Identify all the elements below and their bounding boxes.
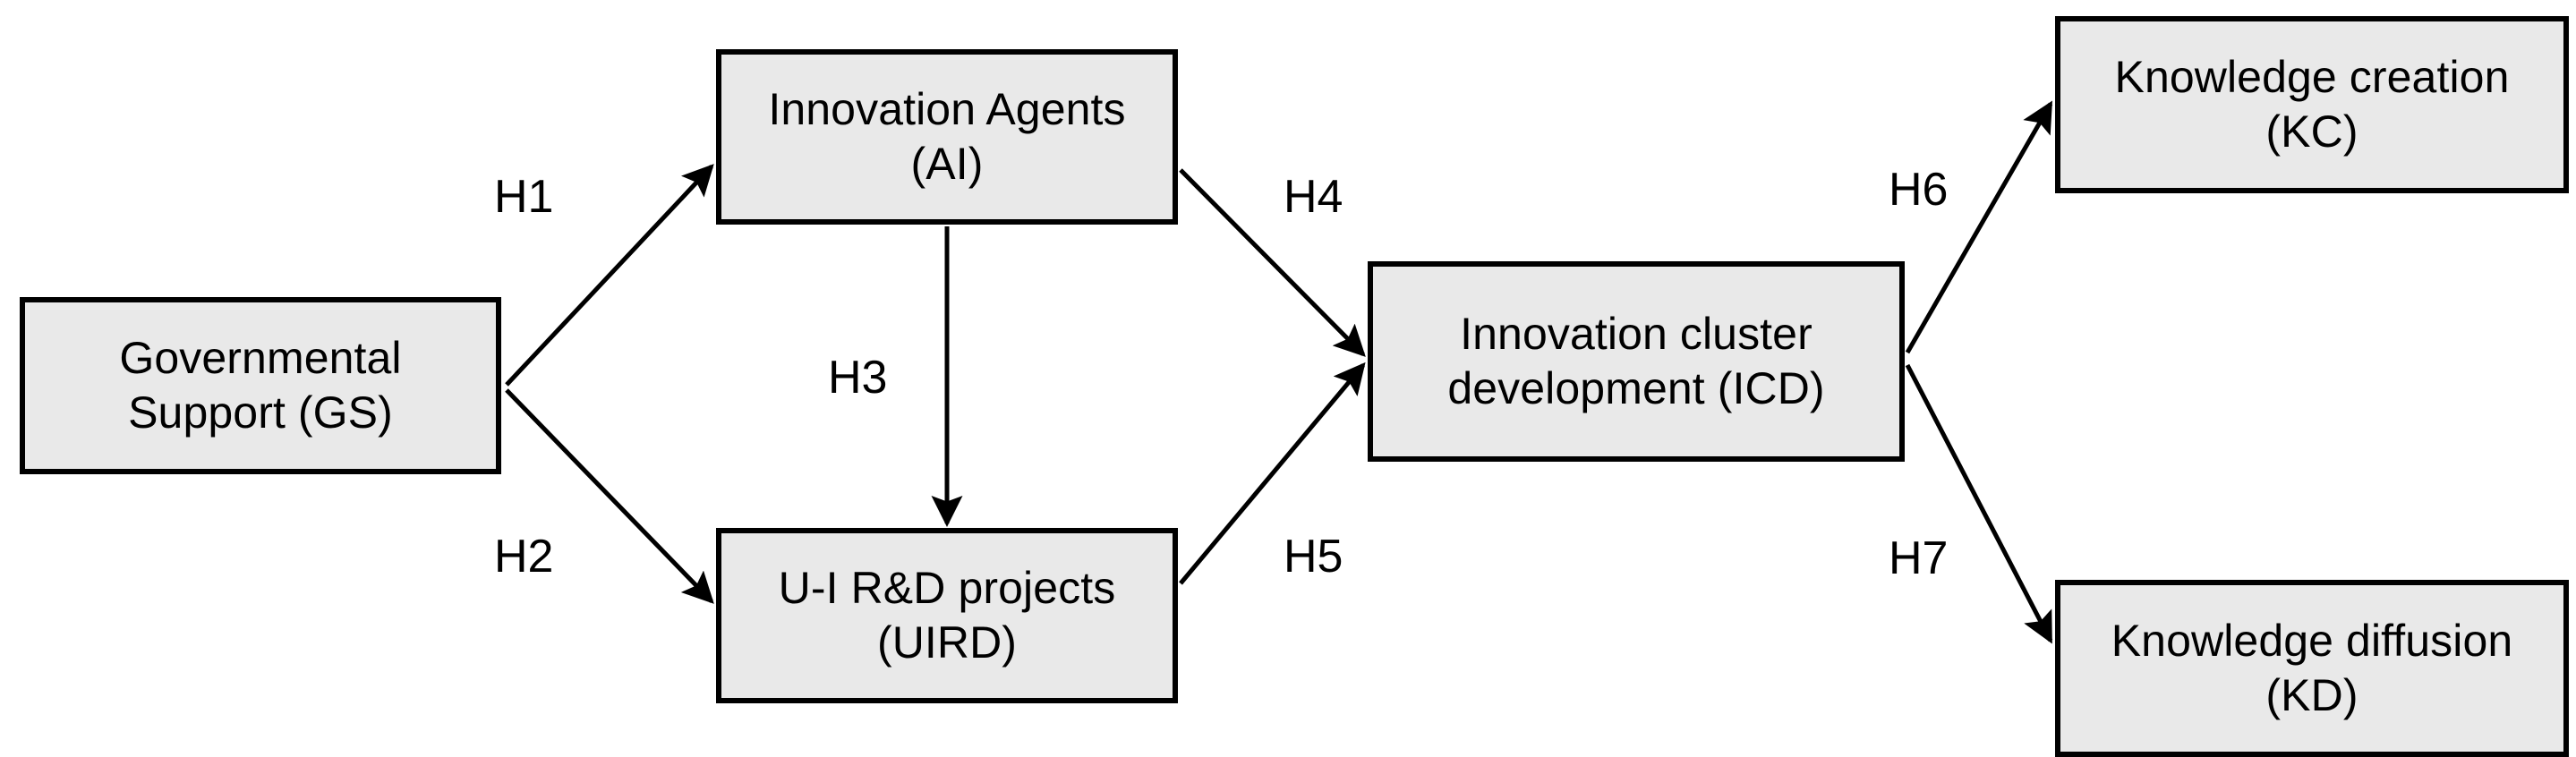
edge-label-h4: H4	[1284, 171, 1343, 223]
edge-h7	[1905, 363, 2053, 644]
edge-lines	[505, 100, 2053, 644]
node-innovation-agents[interactable]: Innovation Agents (AI)	[716, 49, 1178, 225]
edge-label-h7: H7	[1889, 532, 1949, 584]
edge-h2	[505, 388, 714, 604]
edge-label-h2: H2	[494, 531, 554, 583]
node-knowledge-diffusion[interactable]: Knowledge diffusion (KD)	[2055, 580, 2569, 757]
node-label-ui-rd-projects: U-I R&D projects (UIRD)	[778, 563, 1116, 668]
node-governmental-support[interactable]: Governmental Support (GS)	[20, 297, 501, 474]
edge-label-h1: H1	[494, 171, 554, 223]
node-label-innovation-agents: Innovation Agents (AI)	[768, 84, 1126, 189]
edge-label-h6: H6	[1889, 164, 1949, 216]
node-ui-rd-projects[interactable]: U-I R&D projects (UIRD)	[716, 528, 1178, 703]
node-knowledge-creation[interactable]: Knowledge creation (KC)	[2055, 16, 2569, 193]
node-label-knowledge-diffusion: Knowledge diffusion (KD)	[2111, 616, 2513, 720]
edge-h4	[1179, 168, 1366, 357]
node-label-governmental-support: Governmental Support (GS)	[119, 333, 402, 438]
edge-h5	[1179, 361, 1366, 585]
node-innovation-cluster-development[interactable]: Innovation cluster development (ICD)	[1368, 261, 1905, 462]
edge-label-h3: H3	[828, 352, 888, 404]
node-label-knowledge-creation: Knowledge creation (KC)	[2114, 52, 2510, 157]
node-label-innovation-cluster-development: Innovation cluster development (ICD)	[1447, 309, 1825, 413]
edge-h1	[505, 164, 714, 387]
edge-h6	[1905, 100, 2053, 354]
edge-label-h5: H5	[1284, 531, 1343, 583]
